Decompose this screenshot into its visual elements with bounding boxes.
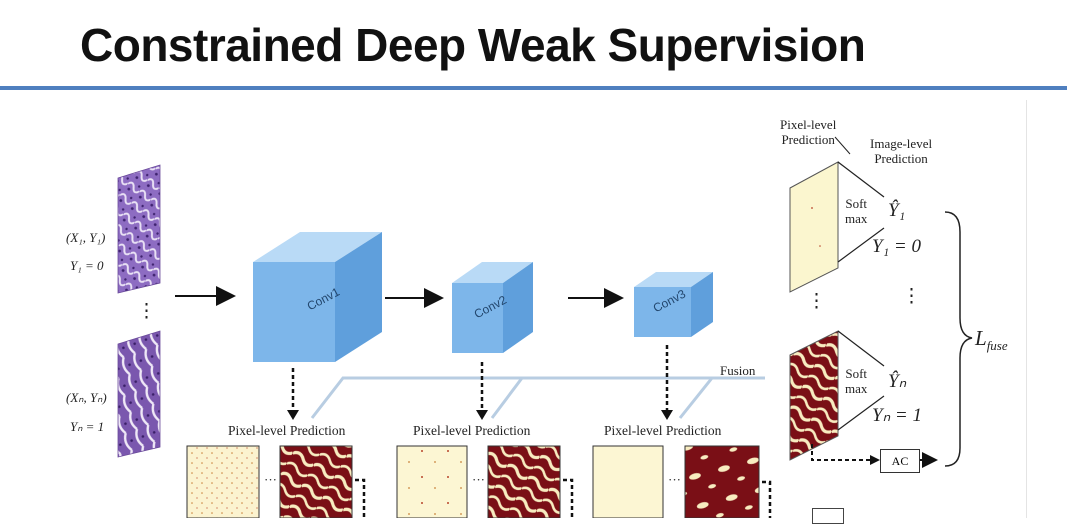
fusion-lines	[310, 376, 765, 419]
thumb-ellipsis-3: ···	[668, 472, 681, 487]
pred-thumb-2b	[487, 445, 561, 518]
input-label-1: Y₁ = 0	[70, 258, 104, 273]
pred-thumb-2a	[396, 445, 468, 518]
right-ellipsis-left: ⋮	[807, 291, 826, 312]
pred-thumb-3a	[592, 445, 664, 518]
pred-thumb-1a	[186, 445, 260, 518]
input-pair-1: (X₁, Y₁)	[66, 230, 106, 245]
pixel-map-top	[789, 161, 839, 293]
loss-label: Lfuse	[975, 326, 1008, 354]
input-ellipsis: ⋮	[137, 301, 156, 322]
conv3-block	[634, 272, 713, 337]
pixel-pred-label-2: Pixel-level Prediction	[413, 423, 531, 438]
slide-edge-divider	[1026, 100, 1027, 518]
loss-brace	[944, 211, 973, 467]
legend-box	[812, 508, 844, 524]
pixel-map-bottom	[789, 330, 839, 461]
pred-thumb-1b	[279, 445, 353, 518]
thumb-ellipsis-1: ···	[264, 472, 277, 487]
pixel-pred-label-3: Pixel-level Prediction	[604, 423, 722, 438]
input-label-n: Yₙ = 1	[70, 419, 105, 434]
conv2-block	[452, 262, 533, 353]
input-image-1	[117, 164, 161, 294]
slide-title: Constrained Deep Weak Supervision	[80, 19, 866, 71]
yhat-bottom: Ŷₙ	[888, 371, 907, 392]
pixel-pred-label-1: Pixel-level Prediction	[228, 423, 346, 438]
y-bottom: Yₙ = 1	[872, 405, 922, 426]
yhat-top: Ŷ₁	[888, 200, 906, 221]
pred-thumb-3b	[684, 445, 760, 518]
input-image-n	[117, 330, 161, 458]
title-underline	[0, 86, 1067, 90]
conv1-block	[253, 232, 382, 362]
input-pair-n: (Xₙ, Yₙ)	[66, 390, 107, 405]
y-top: Y₁ = 0	[872, 236, 921, 257]
right-ellipsis-right: ⋮	[902, 286, 921, 307]
fusion-label: Fusion	[720, 363, 756, 378]
ac-box: AC	[880, 449, 920, 473]
thumb-ellipsis-2: ···	[472, 472, 485, 487]
